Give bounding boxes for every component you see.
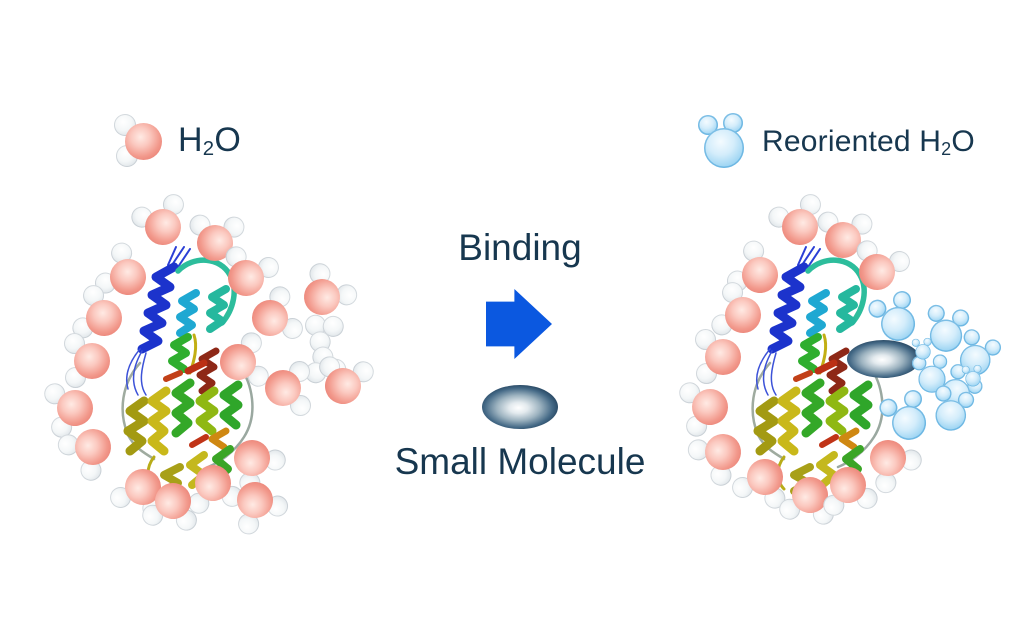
water-molecule xyxy=(64,333,120,389)
binding-arrow-icon xyxy=(486,289,552,359)
oxygen-sphere xyxy=(705,339,741,375)
small-molecule-label: Small Molecule xyxy=(394,441,646,482)
water-molecule xyxy=(255,360,311,416)
water-molecule xyxy=(695,329,751,385)
hydrogen-sphere xyxy=(912,356,927,371)
oxygen-sphere xyxy=(704,128,744,168)
oxygen-sphere xyxy=(265,370,301,406)
oxygen-sphere xyxy=(125,123,162,160)
hydrated-protein-after-binding xyxy=(655,191,1033,555)
reoriented-water-label-post: O xyxy=(951,125,975,158)
hydrogen-sphere xyxy=(923,337,932,346)
reoriented-water-label-pre: Reoriented H xyxy=(762,125,942,158)
hydrogen-sphere xyxy=(961,365,970,374)
oxygen-sphere xyxy=(915,344,931,360)
reoriented-water-molecule xyxy=(910,337,935,362)
reoriented-water-label: Reoriented H2O xyxy=(762,125,975,159)
water-label: H2O xyxy=(178,121,241,160)
water-molecule-icon xyxy=(112,112,168,168)
water-label-sub: 2 xyxy=(202,137,215,160)
oxygen-sphere xyxy=(74,343,110,379)
oxygen-sphere xyxy=(67,421,119,473)
hydrated-protein-before-binding xyxy=(30,191,376,555)
oxygen-sphere xyxy=(296,271,348,323)
small-molecule-shape xyxy=(482,385,558,429)
water-molecule xyxy=(311,354,376,419)
binding-label: Binding xyxy=(458,227,582,268)
water-molecule xyxy=(140,469,206,534)
water-label-pre: H xyxy=(178,120,203,159)
reoriented-water-label-sub: 2 xyxy=(941,138,952,159)
reoriented-water-molecule xyxy=(960,364,985,389)
reoriented-water-legend: Reoriented H2O xyxy=(694,112,975,172)
hydrogen-sphere xyxy=(932,354,948,369)
reoriented-water-molecule-icon xyxy=(694,112,754,172)
hydrogen-sphere xyxy=(973,364,982,373)
water-label-post: O xyxy=(214,120,241,159)
hydrogen-sphere xyxy=(911,338,920,347)
bulk-water-legend: H2O xyxy=(112,112,241,168)
oxygen-sphere xyxy=(965,371,981,387)
bound-small-molecule-shape xyxy=(847,340,920,378)
oxygen-sphere xyxy=(230,475,280,525)
